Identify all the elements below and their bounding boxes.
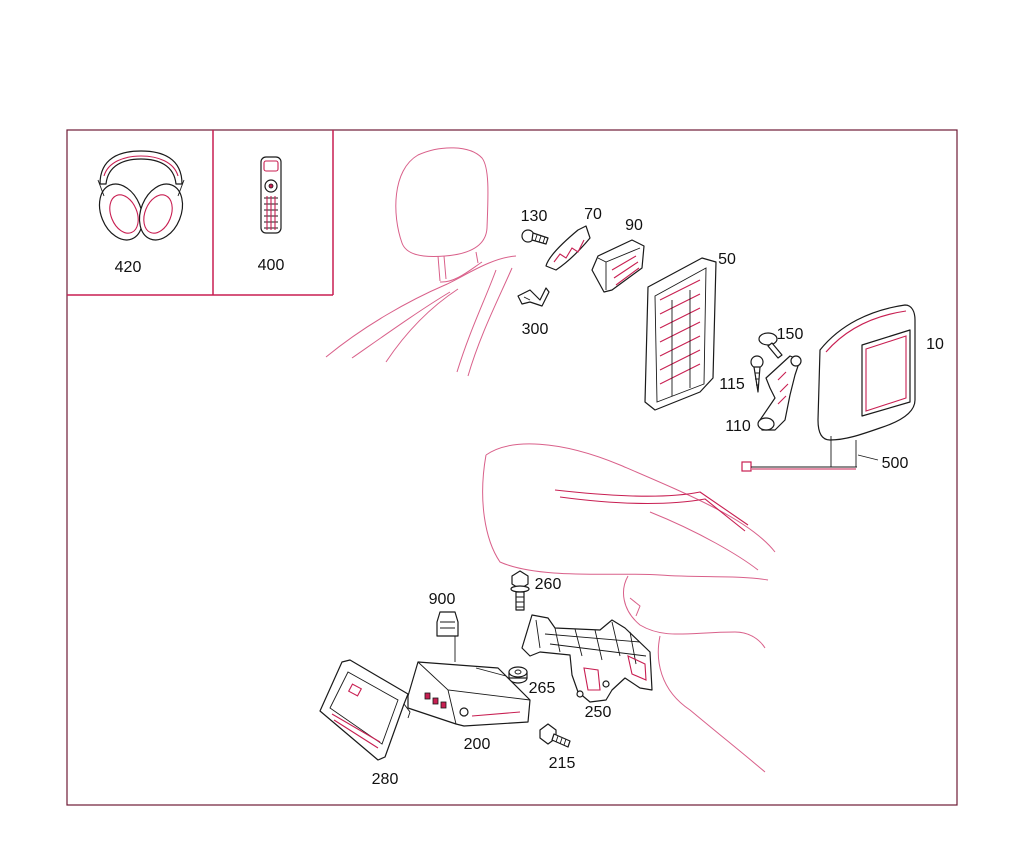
clip-300[interactable] [517,287,550,307]
callout-110[interactable]: 110 [725,418,751,435]
callout-200[interactable]: 200 [464,736,491,753]
callout-300[interactable]: 300 [522,321,549,338]
trim-bezel-280[interactable] [319,659,411,761]
callout-260[interactable]: 260 [535,576,562,593]
headphones-icon[interactable] [92,150,191,246]
callout-250[interactable]: 250 [585,704,612,721]
callout-70[interactable]: 70 [584,206,602,223]
screw-150[interactable] [758,332,783,359]
seat-backrest-outline [325,147,517,377]
backrest-panel-50[interactable] [644,257,717,411]
trim-clip-70[interactable] [545,225,591,271]
remote-control-icon[interactable] [260,156,282,234]
rear-display-10[interactable] [817,304,916,441]
accessory-inset: 420 400 [67,130,334,296]
callout-115[interactable]: 115 [719,376,745,393]
bolt-215[interactable] [539,723,571,748]
screw-115[interactable] [750,355,764,393]
callout-265[interactable]: 265 [529,680,556,697]
label-tag-900[interactable] [436,611,459,662]
callout-90[interactable]: 90 [625,217,643,234]
mounting-arm-110[interactable] [757,355,802,431]
bracket-90[interactable] [591,239,645,293]
seat-lower-outline [482,443,776,773]
cable-harness-500[interactable] [741,436,879,472]
bolt-260[interactable] [510,570,530,611]
callout-500[interactable]: 500 [882,455,909,472]
callout-130[interactable]: 130 [521,208,548,225]
callout-400[interactable]: 400 [258,257,285,274]
callout-900[interactable]: 900 [429,591,456,608]
callout-420[interactable]: 420 [115,259,142,276]
diagram-frame [66,129,958,806]
callout-10[interactable]: 10 [926,336,944,353]
nut-265[interactable] [508,666,528,684]
callout-150[interactable]: 150 [777,326,804,343]
carrier-bracket-250[interactable] [521,614,653,703]
callout-50[interactable]: 50 [718,251,736,268]
callout-280[interactable]: 280 [372,771,399,788]
control-module-200[interactable] [407,661,531,727]
callout-215[interactable]: 215 [549,755,576,772]
screw-130[interactable] [521,229,549,245]
